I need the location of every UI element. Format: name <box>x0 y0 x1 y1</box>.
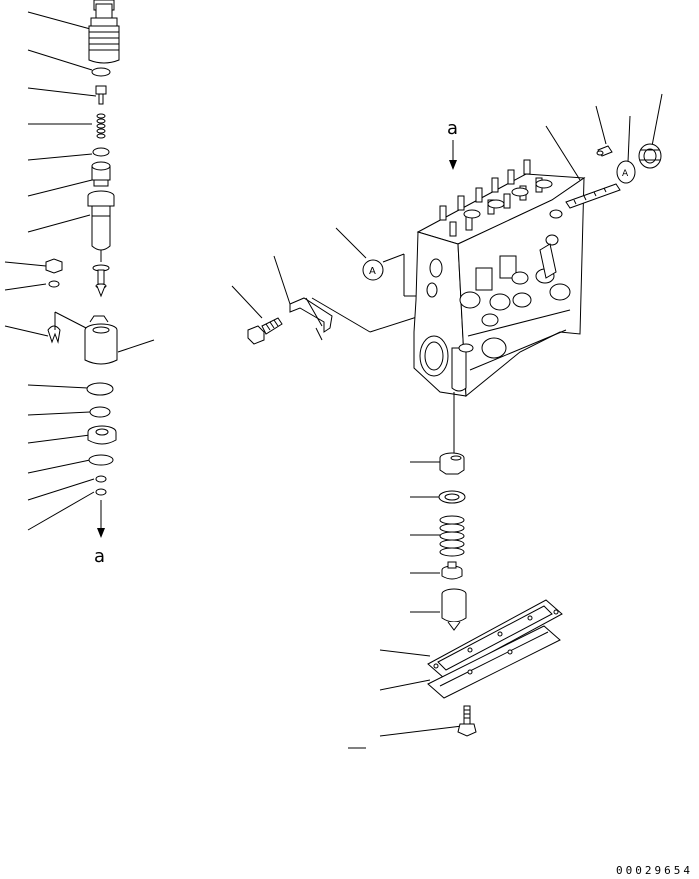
pump-housing <box>413 159 586 398</box>
right-bottom-leader-lines <box>379 461 463 737</box>
flow-arrow-right <box>449 140 457 170</box>
upper-spring-seat <box>86 382 114 396</box>
plunger-spring-washer <box>89 406 111 418</box>
plunger-barrel <box>87 190 115 262</box>
bracket <box>289 297 421 341</box>
flow-marker-left: a <box>94 546 105 567</box>
callout-symbol-nut: A <box>622 169 629 179</box>
guide-pin <box>596 145 613 157</box>
callout-symbol-cap: A <box>369 266 376 277</box>
small-washer <box>48 280 60 288</box>
small-shim <box>95 488 107 496</box>
plunger <box>92 264 110 298</box>
left-leader-lines <box>4 11 155 531</box>
valve-stopper <box>95 85 107 105</box>
gasket-washer <box>92 147 110 157</box>
snap-ring <box>88 454 114 466</box>
bottom-cover-plate <box>427 625 561 699</box>
control-pinion <box>439 452 465 475</box>
plunger-return-spring <box>439 515 465 557</box>
lower-spring-seat <box>87 425 117 445</box>
bottom-gasket <box>427 599 563 679</box>
cap-nut-a: A <box>616 160 636 184</box>
o-ring <box>91 67 111 77</box>
cover-bolt <box>457 705 477 737</box>
mounting-bolt <box>247 317 283 345</box>
rack-cap <box>638 143 662 169</box>
delivery-valve-spring <box>96 113 106 139</box>
center-leader-lines <box>231 227 367 319</box>
right-top-leader-lines <box>545 93 663 181</box>
flow-marker-right: a <box>447 118 458 139</box>
document-number: 00029654 <box>616 864 693 877</box>
spring-seat-ring <box>438 490 466 504</box>
clamp-clip <box>47 311 91 344</box>
delivery-valve-holder <box>88 0 120 64</box>
control-sleeve <box>84 315 118 365</box>
roller-tappet <box>441 588 467 631</box>
delivery-valve <box>91 161 111 187</box>
hex-nut <box>45 258 63 274</box>
control-rack <box>565 183 621 209</box>
shim <box>95 475 107 483</box>
lower-seat <box>441 561 463 580</box>
flow-arrow-left <box>97 500 105 538</box>
